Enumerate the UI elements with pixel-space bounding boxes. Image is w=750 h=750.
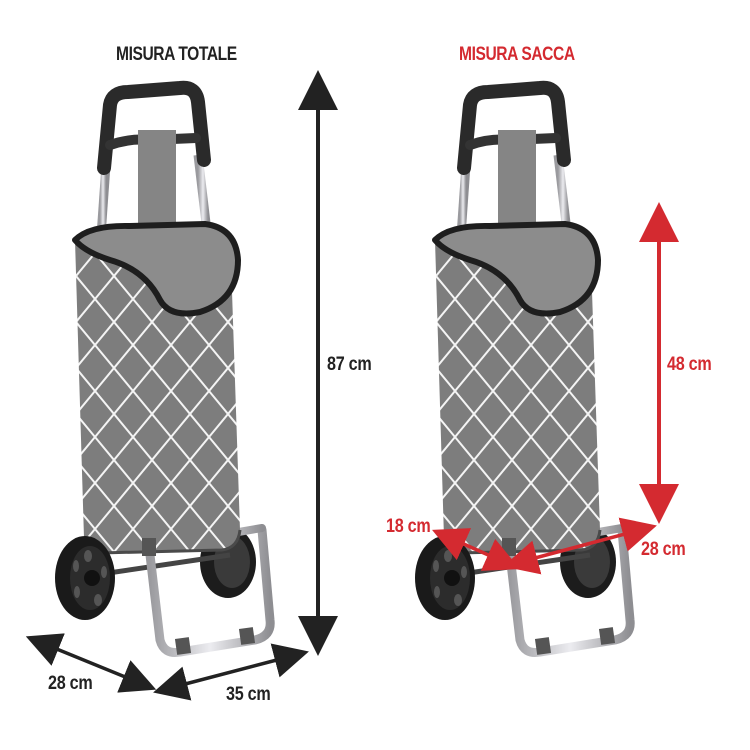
- width-arrow-total: [153, 643, 309, 701]
- label-bag-width: 28 cm: [641, 539, 686, 560]
- label-bag-height: 48 cm: [667, 354, 712, 375]
- label-total-height: 87 cm: [327, 354, 372, 375]
- title-total-size: MISURA TOTALE: [116, 44, 237, 65]
- trolley-total-image: [55, 88, 270, 655]
- label-bag-depth: 18 cm: [386, 516, 431, 537]
- label-total-width: 35 cm: [226, 684, 271, 705]
- width-arrow-bag: [503, 517, 657, 575]
- label-total-depth: 28 cm: [48, 673, 93, 694]
- depth-arrow-total: [25, 633, 157, 693]
- trolley-bag-image: [415, 88, 630, 655]
- title-bag-size: MISURA SACCA: [459, 44, 575, 65]
- depth-arrow-bag: [432, 528, 520, 571]
